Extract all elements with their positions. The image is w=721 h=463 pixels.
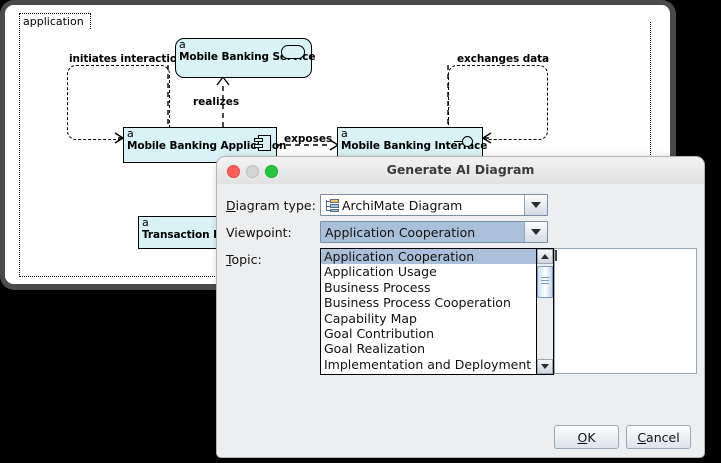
element-name: Mobile Banking Application (127, 140, 287, 152)
dropdown-option[interactable]: Capability Map (324, 310, 417, 326)
dialog-body: Diagram type: Viewpoint: Topic: ArchiMat… (217, 184, 704, 457)
connection-label-realizes: realizes (193, 96, 240, 108)
topic-textarea[interactable] (554, 248, 697, 374)
generate-ai-diagram-dialog: Generate AI Diagram Diagram type: Viewpo… (216, 156, 705, 458)
placeholder-group-initiates[interactable] (67, 65, 170, 140)
mnemonic-letter: O (577, 429, 588, 445)
scroll-down-button[interactable] (537, 359, 553, 374)
mnemonic-letter: T (226, 252, 232, 267)
dropdown-option[interactable]: Application Usage (324, 264, 437, 280)
scroll-up-button[interactable] (537, 249, 553, 264)
dropdown-option[interactable]: Goal Contribution (324, 325, 435, 341)
element-kind-marker: a (179, 38, 186, 51)
label-rest: iagram type: (235, 198, 316, 213)
placeholder-group-exchanges[interactable] (448, 65, 548, 140)
label-topic: Topic: (226, 252, 262, 267)
dropdown-scrollbar[interactable] (536, 249, 553, 374)
element-name: Mobile Banking Interface (341, 140, 488, 152)
maximize-button[interactable] (265, 165, 278, 178)
label-viewpoint: Viewpoint: (226, 225, 292, 240)
label-diagram-type: Diagram type: (226, 198, 316, 213)
diagram-type-combobox[interactable]: ArchiMate Diagram (320, 194, 548, 216)
dropdown-option[interactable]: Implementation and Deployment (324, 356, 532, 372)
element-kind-marker: a (127, 127, 134, 140)
interface-lollipop-icon (454, 136, 476, 148)
minimize-button[interactable] (246, 165, 259, 178)
viewpoint-value[interactable]: Application Cooperation (321, 222, 524, 242)
chevron-down-icon[interactable] (524, 195, 547, 215)
element-mobile-banking-service[interactable]: a Mobile Banking Service (175, 38, 316, 78)
mnemonic-letter: D (226, 198, 236, 213)
button-label-rest: ancel (646, 429, 680, 445)
chevron-down-icon[interactable] (524, 222, 547, 242)
label-rest: opic: (231, 252, 262, 267)
viewpoint-combobox[interactable]: Application Cooperation (320, 221, 548, 243)
group-tab-label: application (23, 15, 84, 28)
button-label-rest: K (587, 429, 596, 445)
connection-label-exposes: exposes (284, 133, 333, 145)
group-label-exchanges: exchanges data (457, 53, 550, 65)
dropdown-option[interactable]: Business Process Cooperation (324, 295, 511, 311)
archimate-diagram-icon (325, 198, 339, 212)
group-label-initiates: initiates interaction (69, 53, 185, 65)
close-button[interactable] (227, 165, 240, 178)
diagram-type-value: ArchiMate Diagram (342, 197, 463, 213)
scrollbar-track[interactable] (537, 264, 553, 359)
dialog-title: Generate AI Diagram (386, 162, 535, 177)
dropdown-option[interactable]: Goal Realization (324, 341, 426, 357)
element-kind-marker: a (142, 216, 149, 229)
service-oval-icon (281, 45, 305, 59)
mnemonic-letter: C (637, 429, 647, 445)
component-icon (254, 135, 271, 151)
element-kind-marker: a (341, 127, 348, 140)
group-tab-application: application (19, 13, 91, 29)
dialog-titlebar[interactable]: Generate AI Diagram (217, 157, 704, 185)
diagram-type-value-wrap[interactable]: ArchiMate Diagram (321, 195, 524, 215)
dropdown-option[interactable]: Application Cooperation (321, 249, 536, 265)
text-caret (555, 250, 557, 261)
scrollbar-thumb[interactable] (537, 266, 553, 298)
dropdown-option[interactable]: Business Process (324, 279, 431, 295)
